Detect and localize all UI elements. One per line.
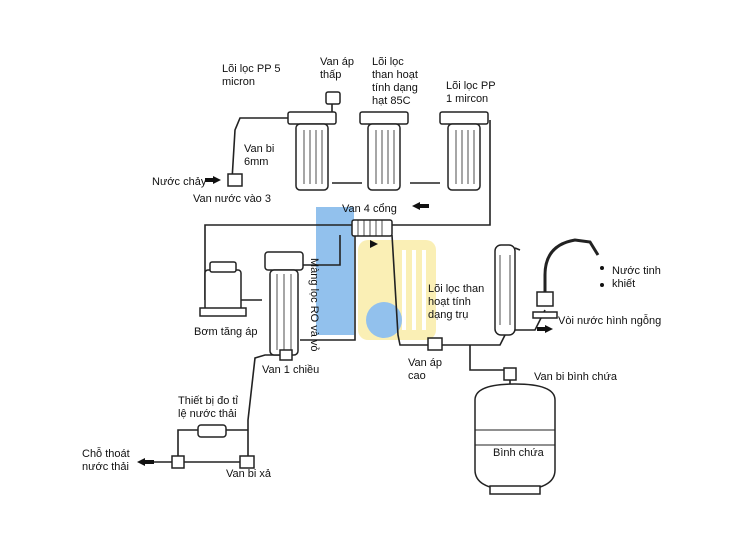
label-faucet: Vòi nước hình ngỗng (558, 315, 662, 327)
label-inlet-valve: Van nước vào 3 (193, 193, 271, 205)
carbon-filter-housing (359, 111, 409, 191)
booster-pump (199, 261, 247, 317)
arrow-right-icon-shaft (205, 178, 214, 182)
label-carbon-filter: Lõi lọc than hoạt tính dạng hạt 85C (372, 56, 418, 107)
label-four-way-valve: Van 4 cổng (342, 203, 397, 215)
bullet-icon (600, 266, 604, 270)
label-ratio-device: Thiết bị đo tỉ lệ nước thải (178, 395, 238, 420)
label-filter-pp1: Lõi lọc PP 1 mircon (446, 80, 496, 105)
pp1-filter-housing (439, 111, 489, 191)
label-high-pressure-valve: Van áp cao (408, 357, 443, 382)
post-carbon-filter (494, 244, 516, 336)
storage-tank (474, 383, 556, 495)
label-storage-tank: Bình chứa (493, 447, 544, 459)
arrow-left-icon (412, 202, 420, 210)
pp5-filter-housing (287, 111, 337, 191)
label-filter-pp5: Lõi lọc PP 5 micron (222, 63, 281, 88)
label-ro-membrane: Màng lọc RO và vỏ (308, 258, 320, 352)
filter-housings (171, 91, 600, 495)
ratio-device-body (197, 424, 227, 438)
low-pressure-valve-body (325, 91, 341, 105)
flow-arrows (137, 176, 604, 466)
label-tank-ball-valve: Van bi bình chứa (534, 371, 617, 383)
label-low-pressure-valve: Van áp thấp (320, 56, 355, 81)
gooseneck-faucet (532, 238, 600, 319)
bullet-icon (600, 283, 604, 287)
label-pure-water: Nước tinh khiết (612, 265, 661, 290)
ro-membrane-housing (264, 251, 304, 356)
tank-ball-valve-body (503, 367, 517, 381)
arrow-right-icon (213, 176, 221, 184)
label-booster-pump: Bơm tăng áp (194, 326, 258, 338)
one-way-valve-body (279, 349, 293, 361)
arrow-right-icon (545, 325, 553, 333)
arrow-left-icon (137, 458, 145, 466)
label-drain-outlet: Chỗ thoát nước thải (82, 448, 130, 473)
pipe-inlet (231, 117, 296, 181)
label-one-way-valve: Van 1 chiều (262, 364, 320, 376)
arrow-right-icon (370, 240, 378, 248)
ball-valve-body (227, 173, 243, 187)
label-post-carbon: Lõi lọc than hoạt tính dạng trụ (428, 283, 485, 321)
label-water-in: Nước chảy (152, 176, 207, 188)
label-drain-ball-valve: Van bi xả (226, 468, 272, 480)
label-ball-valve-6mm: Van bi 6mm (244, 143, 275, 168)
drain-ball-valve-body (239, 455, 255, 469)
watermark-logo (316, 207, 436, 340)
high-pressure-valve-body (427, 337, 443, 351)
